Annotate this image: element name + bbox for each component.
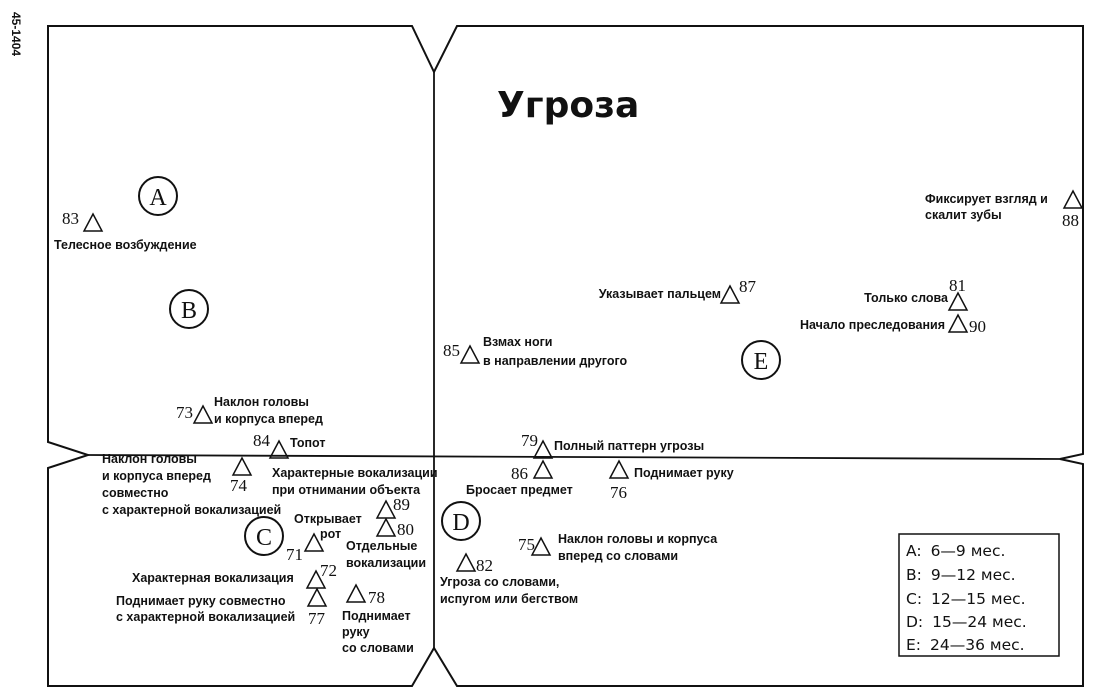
triangle-marker-71	[303, 532, 325, 552]
triangle-marker-90	[947, 313, 969, 333]
triangle-marker-88	[1062, 189, 1084, 209]
item-label-74: Наклон головы и корпуса вперед совместно…	[102, 452, 281, 517]
item-number-83: 83	[62, 209, 79, 228]
item-label-71: Открывает рот	[294, 512, 365, 541]
item-number-79: 79	[521, 431, 538, 450]
item-number-87: 87	[739, 277, 757, 296]
item-label-88: Фиксирует взгляд и скалит зубы	[925, 192, 1051, 222]
item-number-89: 89	[393, 495, 410, 514]
item-label-80: Отдельные вокализации	[346, 539, 426, 570]
side-code: 45-1404	[9, 12, 23, 56]
age-legend: A:6—9 мес. B:9—12 мес. C:12—15 мес. D:15…	[898, 533, 1060, 657]
legend-box	[898, 533, 1060, 657]
item-number-72: 72	[320, 561, 337, 580]
item-label-87: Указывает пальцем	[599, 287, 721, 301]
item-number-82: 82	[476, 556, 493, 575]
horizontal-axis	[87, 454, 1061, 460]
region-a-marker: A	[138, 176, 178, 216]
triangle-marker-86	[532, 459, 554, 479]
triangle-marker-81	[947, 291, 969, 311]
item-number-71: 71	[286, 545, 303, 564]
region-a-letter: A	[149, 185, 167, 211]
item-number-74: 74	[230, 476, 248, 495]
item-number-78: 78	[368, 588, 385, 607]
triangle-marker-74	[231, 456, 253, 476]
triangle-marker-77	[306, 587, 328, 607]
triangle-marker-83	[82, 212, 104, 232]
item-label-81: Только слова	[864, 291, 949, 305]
region-b-letter: B	[181, 298, 197, 324]
item-number-80: 80	[397, 520, 414, 539]
item-label-78: Поднимает руку со словами	[342, 609, 414, 655]
triangle-marker-82	[455, 552, 477, 572]
item-number-84: 84	[253, 431, 271, 450]
region-c-marker: C	[244, 516, 284, 556]
legend-entry-b: B:9—12 мес.	[906, 566, 1016, 584]
item-number-90: 90	[969, 317, 986, 336]
diagram-title: Угроза	[497, 85, 639, 126]
item-label-82: Угроза со словами, испугом или бегством	[440, 575, 578, 606]
triangle-marker-84	[268, 439, 290, 459]
legend-entry-d: D:15—24 мес.	[906, 613, 1027, 631]
legend-entry-a: A:6—9 мес.	[906, 542, 1005, 560]
legend-entry-e: E:24—36 мес.	[906, 636, 1025, 654]
item-number-77: 77	[308, 609, 326, 628]
triangle-marker-72	[305, 569, 327, 589]
item-number-88: 88	[1062, 211, 1079, 230]
region-e-marker: E	[741, 340, 781, 380]
item-number-75: 75	[518, 535, 535, 554]
item-label-79: Полный паттерн угрозы	[554, 439, 704, 453]
triangle-marker-79	[532, 439, 554, 459]
region-d-letter: D	[452, 510, 469, 536]
item-label-86: Бросает предмет	[466, 483, 573, 497]
item-label-75: Наклон головы и корпуса вперед со словам…	[558, 532, 721, 563]
map-frame	[47, 25, 1084, 687]
legend-entry-c: C:12—15 мес.	[906, 590, 1026, 608]
region-b-marker: B	[169, 289, 209, 329]
item-label-72: Характерная вокализация	[132, 571, 294, 585]
triangle-marker-78	[345, 583, 367, 603]
triangle-marker-73	[192, 404, 214, 424]
item-label-84: Топот	[290, 436, 325, 450]
item-number-81: 81	[949, 276, 966, 295]
item-number-85: 85	[443, 341, 460, 360]
triangle-marker-87	[719, 284, 741, 304]
item-label-83: Телесное возбуждение	[54, 238, 197, 252]
triangle-marker-80	[375, 517, 397, 537]
item-label-89: Характерные вокализации при отнимании об…	[272, 466, 441, 497]
triangle-marker-76	[608, 459, 630, 479]
triangle-marker-75	[530, 536, 552, 556]
item-label-73: Наклон головы и корпуса вперед	[214, 395, 323, 426]
item-number-73: 73	[176, 403, 193, 422]
item-label-77: Поднимает руку совместно с характерной в…	[116, 594, 295, 624]
item-label-76: Поднимает руку	[634, 466, 734, 480]
triangle-marker-85	[459, 344, 481, 364]
region-e-letter: E	[754, 349, 769, 375]
item-number-76: 76	[610, 483, 627, 502]
item-label-85: Взмах ноги в направлении другого	[483, 335, 628, 368]
item-label-90: Начало преследования	[800, 318, 945, 332]
region-d-marker: D	[441, 501, 481, 541]
region-c-letter: C	[256, 525, 272, 551]
item-number-86: 86	[511, 464, 528, 483]
item-markers	[82, 189, 1084, 607]
